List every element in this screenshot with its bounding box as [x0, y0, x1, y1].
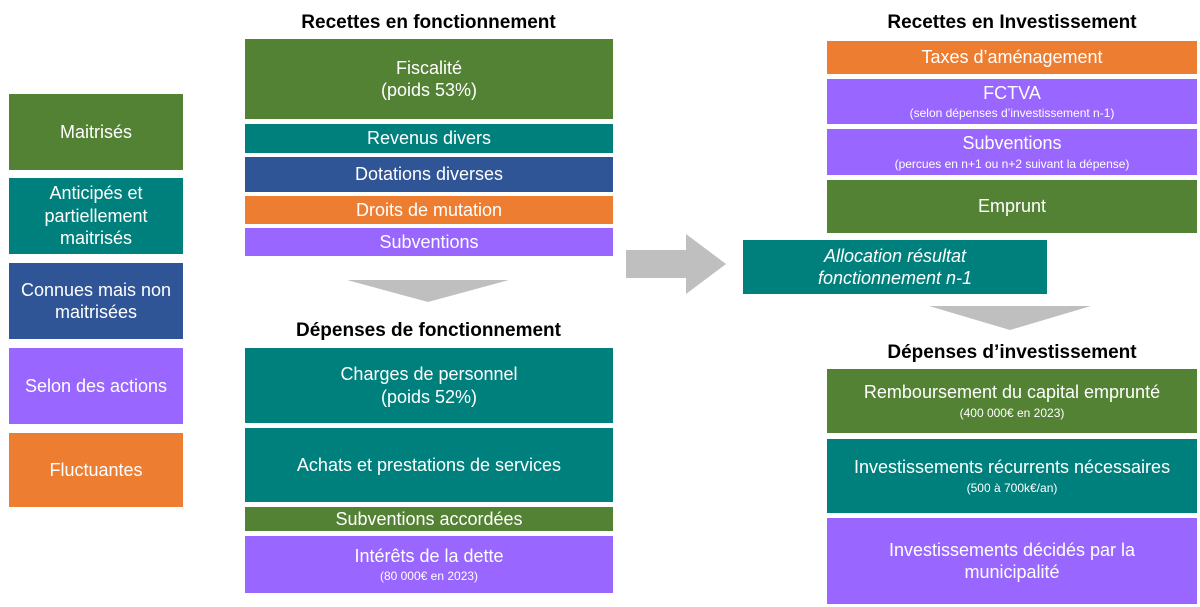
depense-achats-prestations: Achats et prestations de services: [245, 428, 613, 502]
recette-sub: (selon dépenses d’investissement n-1): [909, 106, 1115, 121]
allocation-line2: fonctionnement n-1: [817, 268, 973, 288]
recette-fctva: FCTVA (selon dépenses d’investissement n…: [827, 79, 1197, 124]
recette-label: Fiscalité: [395, 57, 462, 78]
depense-sub: (poids 52%): [380, 386, 478, 407]
recette-dotations-diverses: Dotations diverses: [245, 157, 613, 192]
recette-subventions-invest: Subventions (percues en n+1 ou n+2 suiva…: [827, 129, 1197, 175]
depense-label: Intérêts de la dette: [354, 545, 504, 566]
depense-label: Investissements récurrents nécessaires: [853, 457, 1171, 478]
recette-label: Droits de mutation: [355, 199, 503, 220]
recette-subventions: Subventions: [245, 228, 613, 256]
depense-investissements-recurrents: Investissements récurrents nécessaires (…: [827, 439, 1197, 513]
depense-label: Subventions accordées: [335, 508, 523, 529]
recette-label: Dotations diverses: [354, 164, 504, 185]
recette-revenus-divers: Revenus divers: [245, 124, 613, 153]
depense-subventions-accordees: Subventions accordées: [245, 507, 613, 531]
recette-label: FCTVA: [983, 82, 1041, 103]
depense-charges-personnel: Charges de personnel (poids 52%): [245, 348, 613, 423]
recette-droits-mutation: Droits de mutation: [245, 196, 613, 224]
depense-sub: (400 000€ en 2023): [959, 405, 1065, 420]
legend-item-selon-actions: Selon des actions: [9, 348, 183, 424]
recette-label: Subventions: [379, 231, 479, 252]
legend-item-fluctuantes: Fluctuantes: [9, 433, 183, 507]
depense-sub: (80 000€ en 2023): [379, 569, 479, 584]
legend-item-label: Fluctuantes: [49, 459, 143, 480]
depense-label: Charges de personnel: [340, 364, 518, 384]
recette-emprunt: Emprunt: [827, 180, 1197, 233]
depense-remboursement-capital: Remboursement du capital emprunté (400 0…: [827, 369, 1197, 433]
recette-label: Emprunt: [977, 196, 1047, 217]
down-arrow-icon: [929, 306, 1091, 330]
recette-sub: (poids 53%): [380, 80, 478, 100]
depense-label: Investissements décidés par la municipal…: [888, 539, 1136, 583]
recettes-fonctionnement-title: Recettes en fonctionnement: [301, 12, 556, 33]
depense-sub: (500 à 700k€/an): [966, 480, 1058, 495]
depenses-investissement-title: Dépenses d’investissement: [887, 342, 1137, 363]
legend-item-anticipes: Anticipés et partiellement maitrisés: [9, 178, 183, 254]
recette-taxes-amenagement: Taxes d’aménagement: [827, 41, 1197, 74]
legend-item-label: Maitrisés: [59, 121, 132, 142]
right-arrow-icon: [626, 234, 726, 294]
depenses-fonctionnement-title: Dépenses de fonctionnement: [296, 320, 561, 341]
recette-label: Subventions: [962, 133, 1062, 154]
allocation-line1: Allocation résultat: [823, 245, 967, 266]
depense-investissements-decides: Investissements décidés par la municipal…: [827, 518, 1197, 604]
legend-item-label: Connues mais non maitrisées: [20, 279, 172, 323]
recette-label: Revenus divers: [366, 128, 492, 149]
legend-item-maitrises: Maitrisés: [9, 94, 183, 170]
depense-label: Remboursement du capital emprunté: [863, 382, 1161, 403]
recette-label: Taxes d’aménagement: [921, 47, 1103, 68]
recettes-investissement-title: Recettes en Investissement: [887, 12, 1137, 33]
legend-item-connues: Connues mais non maitrisées: [9, 263, 183, 339]
down-arrow-icon: [347, 280, 509, 302]
depense-interets-dette: Intérêts de la dette (80 000€ en 2023): [245, 536, 613, 593]
legend-item-label: Selon des actions: [24, 375, 168, 396]
allocation-resultat: Allocation résultat fonctionnement n-1: [743, 240, 1047, 294]
legend-item-label: Anticipés et partiellement maitrisés: [44, 183, 148, 249]
depense-label: Achats et prestations de services: [296, 454, 562, 475]
recette-fiscalite: Fiscalité (poids 53%): [245, 39, 613, 119]
recette-sub: (percues en n+1 ou n+2 suivant la dépens…: [894, 156, 1130, 171]
